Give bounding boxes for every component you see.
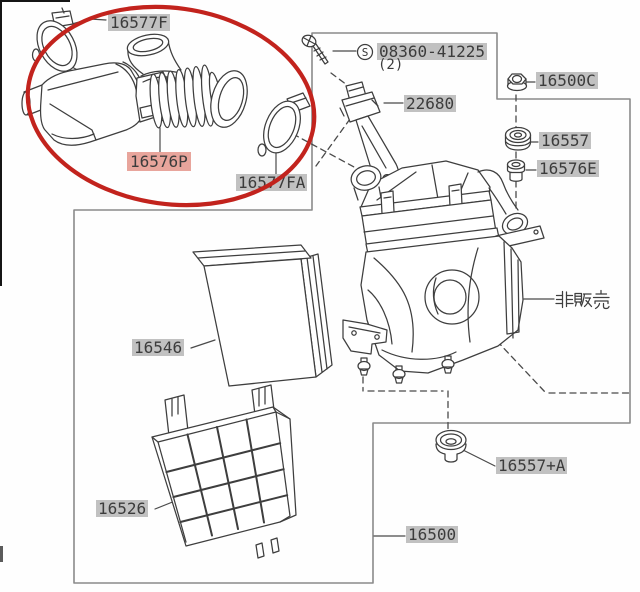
part-label-filter-element[interactable]: 16546 [132, 338, 185, 357]
part-label-screw-qty: (2) [378, 57, 404, 73]
lower-case-drawing [151, 384, 297, 559]
part-label-lower-case[interactable]: 16526 [96, 499, 149, 518]
part-label-maf-sensor[interactable]: 22680 [404, 94, 457, 113]
nut-drawing [506, 73, 528, 92]
part-label-air-duct-selected[interactable]: 16576P [127, 152, 191, 171]
filter-element-drawing [192, 244, 333, 387]
scan-edge-artifact-left [0, 0, 2, 286]
part-label-assembly[interactable]: 16500 [406, 525, 459, 544]
part-label-screw[interactable]: 08360-41225 [377, 42, 487, 61]
part-label-clamp-rear[interactable]: 16577FA [236, 173, 308, 192]
part-label-grommet-upper[interactable]: 16557 [539, 131, 592, 150]
part-label-spacer[interactable]: 16576E [537, 159, 599, 178]
part-label-grommet-lower[interactable]: 16557+A [496, 456, 568, 475]
grommet-lower-drawing [435, 429, 467, 463]
housing-drawing [342, 160, 545, 384]
not-for-sale-label [555, 289, 610, 310]
part-label-clamp-front[interactable]: 16577F [108, 13, 170, 32]
part-label-nut[interactable]: 16500C [536, 71, 598, 90]
spacer-drawing [506, 159, 526, 182]
scan-edge-artifact-top [0, 0, 70, 2]
grommet-upper-drawing [504, 126, 532, 151]
screw-symbol-s: S [362, 46, 369, 59]
scan-edge-artifact-tick [0, 546, 3, 562]
